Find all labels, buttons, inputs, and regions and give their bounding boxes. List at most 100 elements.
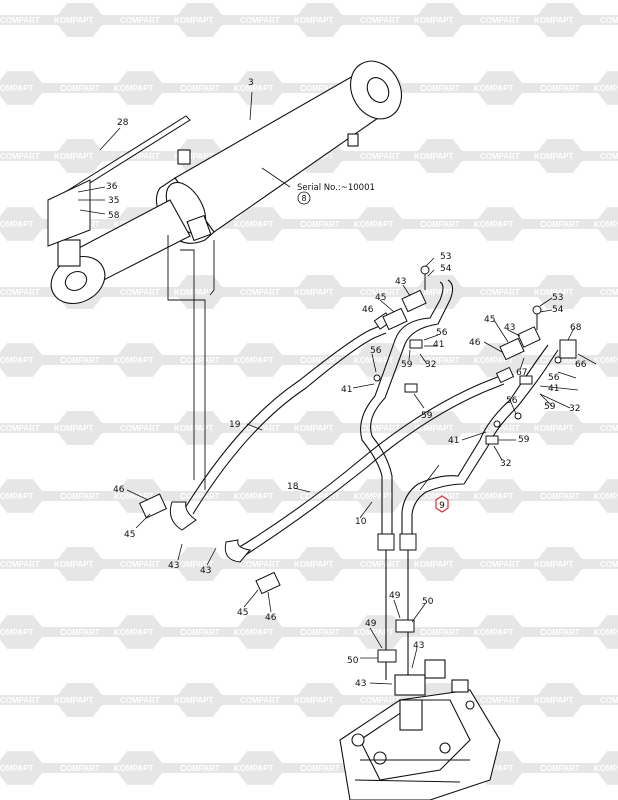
callout-53-left: 53 xyxy=(440,252,451,262)
callout-43-valve-right: 43 xyxy=(413,641,424,651)
watermark-text: KOMPAPT xyxy=(234,628,274,637)
watermark-text: KOMPAPT xyxy=(534,152,574,161)
watermark-text: COMPART xyxy=(60,492,100,501)
watermark-text: COMPART xyxy=(120,152,160,161)
watermark-text: COMPART xyxy=(60,764,100,773)
watermark-band xyxy=(290,151,410,161)
watermark-text: COMPART xyxy=(360,288,400,297)
watermark-text: KOMPAPT xyxy=(174,560,214,569)
watermark-text: COMPART xyxy=(600,16,618,25)
watermark-text: COMPART xyxy=(240,288,280,297)
callout-53-right: 53 xyxy=(552,293,563,303)
callout-67: 67 xyxy=(516,368,527,378)
watermark-text: COMPART xyxy=(0,424,40,433)
watermark-band xyxy=(530,151,618,161)
watermark-text: COMPART xyxy=(600,560,618,569)
callout-49-upper: 49 xyxy=(389,591,401,601)
watermark-text: COMPART xyxy=(240,560,280,569)
watermark-text: COMPART xyxy=(180,356,220,365)
watermark-text: COMPART xyxy=(120,560,160,569)
callout-45-right: 45 xyxy=(484,315,495,325)
watermark-text: COMPART xyxy=(540,628,580,637)
watermark-text: COMPART xyxy=(420,628,460,637)
watermark-text: COMPART xyxy=(420,84,460,93)
watermark-band xyxy=(470,491,590,501)
callout-68: 68 xyxy=(570,323,582,333)
watermark-band xyxy=(110,627,230,637)
watermark-text: KOMPAPT xyxy=(54,424,94,433)
callout-50-upper: 50 xyxy=(422,597,434,607)
watermark-text: COMPART xyxy=(600,288,618,297)
callout-46-bottom: 46 xyxy=(265,613,277,623)
watermark-band xyxy=(470,355,590,365)
watermark-text: COMPART xyxy=(240,424,280,433)
watermark-band xyxy=(350,491,470,501)
callout-43-right: 43 xyxy=(504,323,515,333)
watermark-text: COMPART xyxy=(360,152,400,161)
watermark-text: COMPART xyxy=(480,696,520,705)
watermark-band xyxy=(590,83,618,93)
watermark-band xyxy=(170,15,290,25)
watermark-band xyxy=(0,15,50,25)
watermark-text: KOMPAPT xyxy=(594,220,618,229)
callout-45-left: 45 xyxy=(375,293,386,303)
watermark-band xyxy=(110,83,230,93)
callout-66: 66 xyxy=(575,360,587,370)
watermark-band xyxy=(590,491,618,501)
watermark-text: COMPART xyxy=(300,628,340,637)
watermark-text: COMPART xyxy=(180,492,220,501)
watermark-band xyxy=(290,287,410,297)
watermark-band xyxy=(170,559,290,569)
callout-59-upper: 59 xyxy=(401,360,413,370)
callout-46-bottom-left: 46 xyxy=(113,485,125,495)
watermark-text: COMPART xyxy=(540,84,580,93)
watermark-band xyxy=(470,627,590,637)
callout-54-right: 54 xyxy=(552,305,564,315)
serial-ref: 8 xyxy=(301,194,306,203)
callout-45-bottom-left: 45 xyxy=(124,530,135,540)
boom-cylinder xyxy=(49,60,402,305)
watermark-text: KOMPAPT xyxy=(414,152,454,161)
highlight-hexagon xyxy=(435,495,449,513)
watermark-text: KOMPAPT xyxy=(54,560,94,569)
watermark-text: KOMPAPT xyxy=(594,764,618,773)
bolts xyxy=(373,265,562,428)
watermark-band xyxy=(0,695,50,705)
watermark-text: KOMPAPT xyxy=(114,356,154,365)
watermark-text: COMPART xyxy=(0,560,40,569)
watermark-band xyxy=(0,83,110,93)
watermark-band xyxy=(410,15,530,25)
watermark-text: COMPART xyxy=(360,16,400,25)
watermark-text: KOMPAPT xyxy=(294,288,334,297)
watermark-text: KOMPAPT xyxy=(114,84,154,93)
callout-56-right: 56 xyxy=(548,373,560,383)
watermark-text: KOMPAPT xyxy=(534,16,574,25)
callout-32-lower: 32 xyxy=(500,459,511,469)
watermark-text: COMPART xyxy=(120,696,160,705)
watermark-text: KOMPAPT xyxy=(234,356,274,365)
callout-41-right: 41 xyxy=(548,384,559,394)
watermark-band xyxy=(410,423,530,433)
watermark-text: COMPART xyxy=(0,152,40,161)
watermark-text: KOMPAPT xyxy=(294,16,334,25)
watermark-text: COMPART xyxy=(360,560,400,569)
watermark-text: COMPART xyxy=(600,424,618,433)
callout-46-right: 46 xyxy=(469,338,481,348)
callout-labels: 3 28 36 35 58 53 54 43 45 46 56 41 56 41… xyxy=(106,78,587,689)
watermark-band xyxy=(290,695,410,705)
watermark-text: COMPART xyxy=(540,492,580,501)
hose-lines xyxy=(184,279,559,680)
watermark-text: KOMPAPT xyxy=(114,764,154,773)
hose-fittings xyxy=(169,312,515,563)
watermark-text: COMPART xyxy=(540,764,580,773)
callout-32-right: 32 xyxy=(569,404,580,414)
watermark-band xyxy=(0,491,110,501)
watermark-text: KOMPAPT xyxy=(354,628,394,637)
watermark-text: KOMPAPT xyxy=(174,696,214,705)
watermark-band xyxy=(230,491,350,501)
control-valve xyxy=(339,659,501,800)
watermark-text: COMPART xyxy=(420,220,460,229)
watermark-band xyxy=(0,151,50,161)
watermark-text: KOMPAPT xyxy=(594,628,618,637)
watermark-band xyxy=(170,695,290,705)
